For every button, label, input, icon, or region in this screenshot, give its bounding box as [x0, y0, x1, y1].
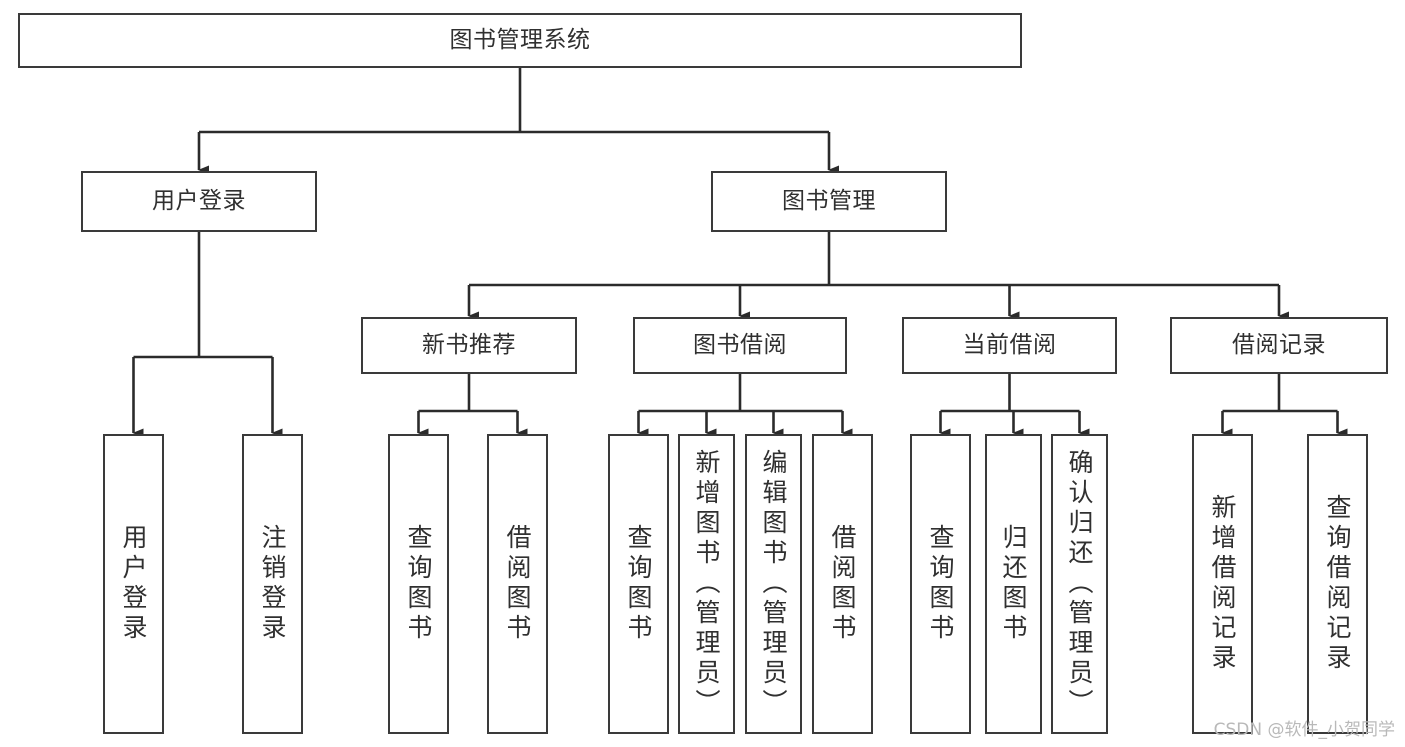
node-book-manage[interactable]: 图书管理 [711, 171, 947, 232]
node-leaf-add-book-admin[interactable]: 新增图书（管理员） [678, 434, 735, 734]
node-current-borrow-label: 当前借阅 [962, 331, 1057, 358]
node-leaf-user-logout[interactable]: 注销登录 [242, 434, 303, 734]
node-leaf-query-book-cur-label: 查询图书 [926, 524, 955, 644]
node-root[interactable]: 图书管理系统 [18, 13, 1022, 68]
node-leaf-query-book-cur[interactable]: 查询图书 [910, 434, 971, 734]
node-user-login-label: 用户登录 [152, 187, 246, 214]
node-user-login[interactable]: 用户登录 [81, 171, 317, 232]
node-leaf-query-borrow-record[interactable]: 查询借阅记录 [1307, 434, 1368, 734]
node-book-manage-label: 图书管理 [782, 187, 876, 214]
node-leaf-user-logout-label: 注销登录 [258, 524, 287, 644]
node-new-book-recommend[interactable]: 新书推荐 [361, 317, 577, 374]
node-leaf-add-borrow-record-label: 新增借阅记录 [1208, 494, 1237, 674]
node-leaf-confirm-return-admin-label: 确认归还（管理员） [1065, 449, 1094, 719]
node-leaf-user-login-label: 用户登录 [119, 524, 148, 644]
node-leaf-borrow-book-rec-label: 借阅图书 [503, 524, 532, 644]
node-leaf-borrow-book-rec[interactable]: 借阅图书 [487, 434, 548, 734]
node-leaf-query-book-rec[interactable]: 查询图书 [388, 434, 449, 734]
node-leaf-return-book-label: 归还图书 [999, 524, 1028, 644]
node-leaf-add-book-admin-label: 新增图书（管理员） [692, 449, 721, 719]
node-leaf-confirm-return-admin[interactable]: 确认归还（管理员） [1051, 434, 1108, 734]
node-current-borrow[interactable]: 当前借阅 [902, 317, 1117, 374]
node-leaf-query-book-bor-label: 查询图书 [624, 524, 653, 644]
node-leaf-edit-book-admin[interactable]: 编辑图书（管理员） [745, 434, 802, 734]
node-leaf-user-login[interactable]: 用户登录 [103, 434, 164, 734]
node-root-label: 图书管理系统 [449, 26, 591, 53]
node-leaf-edit-book-admin-label: 编辑图书（管理员） [759, 449, 788, 719]
node-leaf-return-book[interactable]: 归还图书 [985, 434, 1042, 734]
node-leaf-borrow-book-bor-label: 借阅图书 [828, 524, 857, 644]
node-book-borrow-label: 图书借阅 [693, 331, 787, 358]
watermark-text: CSDN @软件_小贺同学 [1213, 720, 1395, 740]
node-leaf-query-book-bor[interactable]: 查询图书 [608, 434, 669, 734]
node-leaf-query-book-rec-label: 查询图书 [404, 524, 433, 644]
node-leaf-add-borrow-record[interactable]: 新增借阅记录 [1192, 434, 1253, 734]
node-leaf-query-borrow-record-label: 查询借阅记录 [1323, 494, 1352, 674]
node-borrow-record-label: 借阅记录 [1232, 331, 1326, 358]
node-new-book-recommend-label: 新书推荐 [422, 331, 516, 358]
node-book-borrow[interactable]: 图书借阅 [633, 317, 847, 374]
node-leaf-borrow-book-bor[interactable]: 借阅图书 [812, 434, 873, 734]
node-borrow-record[interactable]: 借阅记录 [1170, 317, 1388, 374]
